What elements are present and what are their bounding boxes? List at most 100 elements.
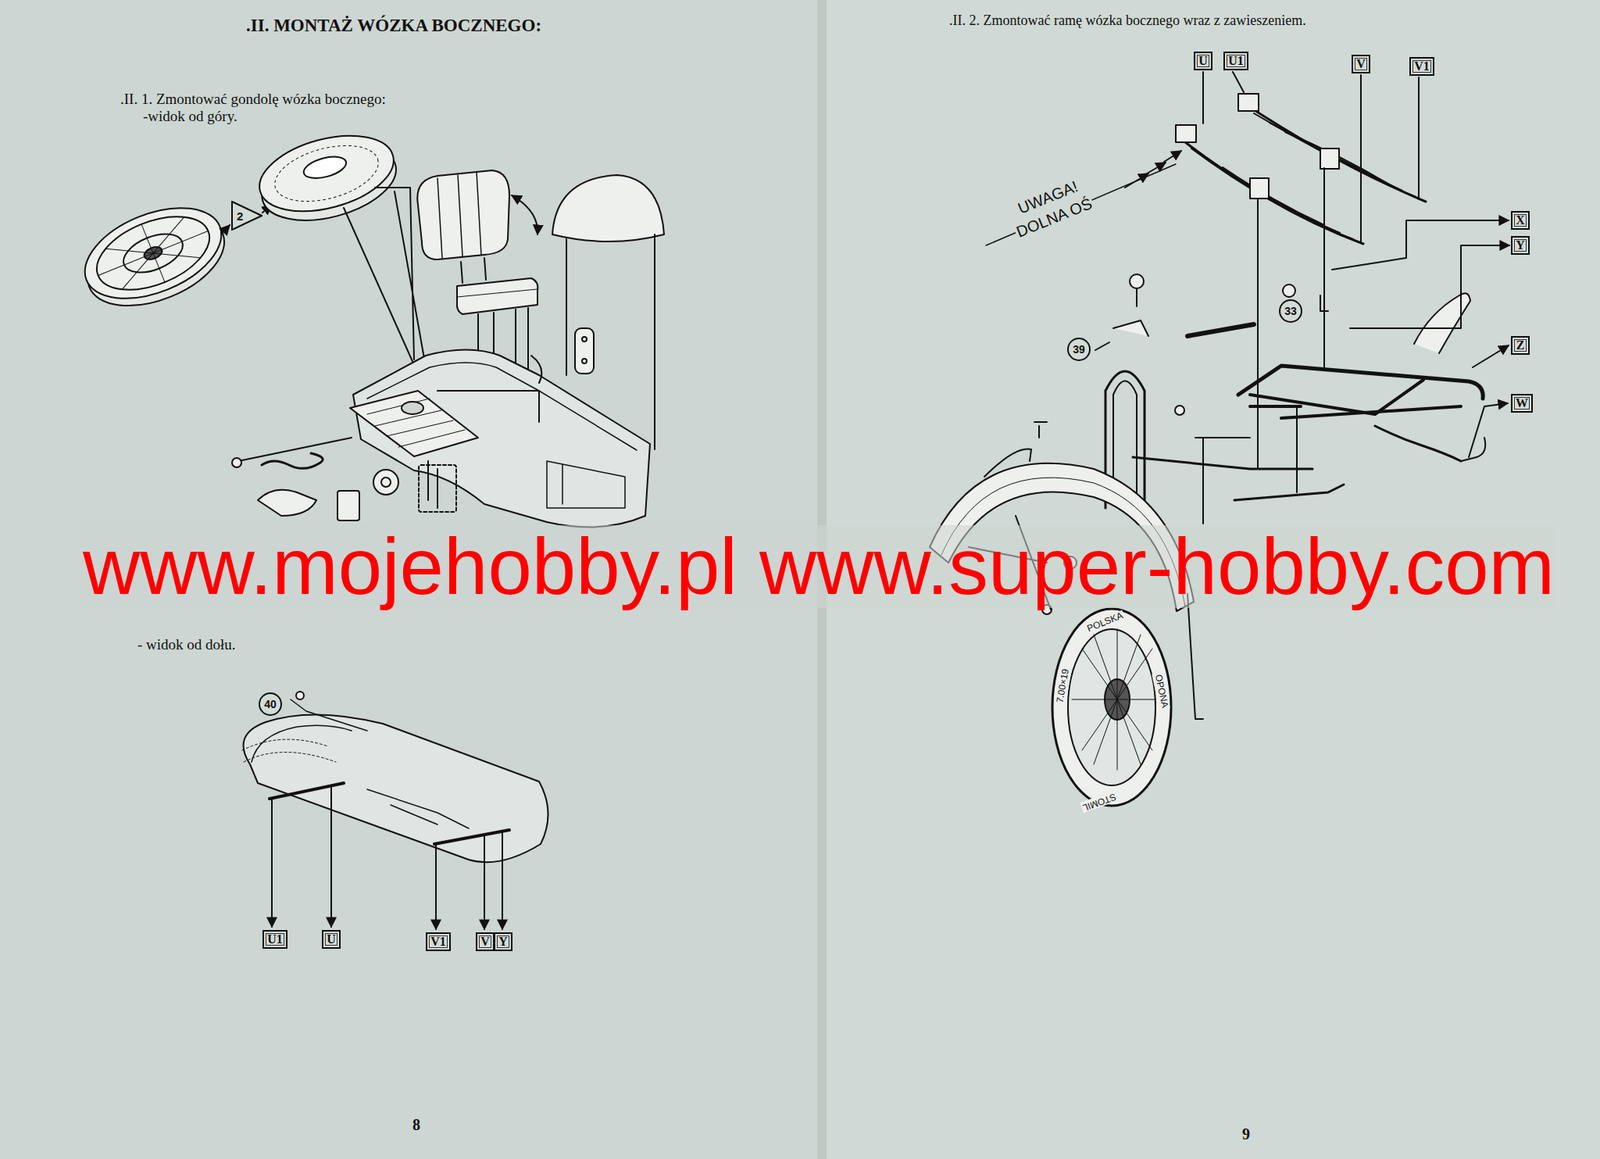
step-heading: .II. 1. Zmontować gondolę wózka bocznego…: [120, 90, 386, 108]
drawing-line: [232, 457, 242, 468]
node-text: U: [1198, 53, 1208, 68]
node-text: Y: [498, 934, 508, 949]
drawing-line: [1285, 132, 1387, 183]
drawing-line: [985, 164, 1176, 246]
drawing-line: [1282, 284, 1296, 297]
drawing-line: [1146, 162, 1166, 174]
drawing-line: [1175, 125, 1197, 143]
drawing-line: [1175, 405, 1185, 415]
drawing-line: [375, 187, 426, 368]
triangle-shape: [232, 201, 262, 230]
reference-box: U: [1193, 51, 1213, 71]
node-text: Z: [1516, 338, 1525, 353]
reference-box: U: [321, 929, 341, 949]
drawing-line: [373, 469, 399, 495]
reference-box: V: [475, 932, 495, 951]
drawing-line: [1320, 295, 1329, 311]
drawing-line: [1195, 373, 1297, 524]
drawing-line: [350, 390, 479, 457]
node-text: U: [326, 932, 336, 947]
drawing-line: [401, 401, 424, 415]
drawing-line: [71, 189, 238, 324]
triangle-outline: [231, 200, 263, 231]
drawing-line: [343, 207, 418, 374]
page-number: 8: [412, 1115, 421, 1134]
node-text: 40: [264, 697, 277, 711]
callout-number: 39: [1067, 337, 1091, 361]
drawing-line: [268, 135, 385, 211]
node-text: U1: [267, 932, 283, 947]
drawing-line: [1269, 122, 1403, 191]
drawing-line: [381, 477, 391, 487]
drawing-line: [417, 170, 510, 260]
node-text: V1: [1414, 59, 1430, 74]
view-caption: - widok od dołu.: [137, 635, 236, 654]
reference-box: Y: [493, 932, 513, 951]
drawing-line: [271, 798, 273, 927]
drawing-line: [301, 152, 349, 183]
watermark: www.mojehobby.pl www.super-hobby.com: [81, 525, 1557, 608]
node-text: U1: [1228, 53, 1244, 68]
drawing-line: [367, 398, 465, 447]
node-text: W: [1515, 396, 1529, 411]
drawing-line: [1320, 148, 1340, 169]
node-text: 39: [1072, 342, 1086, 356]
drawing-line: [1414, 292, 1471, 354]
reference-box: U1: [1223, 51, 1249, 71]
page-title: .II. MONTAŻ WÓZKA BOCZNEGO:: [246, 15, 542, 36]
drawing-line: [296, 691, 304, 700]
drawing-line: [1052, 608, 1172, 806]
drawing-line: [546, 460, 625, 508]
drawing-line: [337, 490, 360, 521]
drawing-line: [1350, 245, 1510, 329]
node-text: X: [1515, 213, 1525, 228]
drawing-line: [1468, 403, 1508, 458]
callout-triangle: 2: [231, 200, 263, 231]
step-heading: .II. 2. Zmontować ramę wózka bocznego wr…: [949, 12, 1307, 29]
drawing-line: [1250, 178, 1269, 199]
drawing-line: [984, 448, 1032, 477]
drawing-line: [251, 122, 405, 234]
drawing-line: [261, 453, 323, 468]
reference-box: V1: [425, 932, 451, 951]
drawing-line: [221, 225, 230, 235]
reference-box: V1: [1409, 57, 1435, 76]
drawing-line: [1187, 593, 1204, 719]
callout-number: 40: [258, 692, 283, 716]
drawing-line: [330, 785, 333, 927]
drawing-line: [1238, 93, 1259, 111]
drawing-line: [1191, 148, 1354, 240]
drawing-line: [86, 201, 221, 304]
drawing-line: [1234, 484, 1344, 500]
drawing-line: [1071, 628, 1155, 770]
drawing-line: [86, 201, 221, 304]
drawing-line: [418, 464, 457, 512]
drawing-line: [428, 460, 438, 508]
frame-and-suspension: [929, 71, 1510, 806]
callout-number: 33: [1278, 299, 1303, 323]
drawing-line: [238, 437, 352, 461]
node-text: V1: [430, 934, 447, 949]
drawing-line: [290, 699, 368, 731]
view-caption: -widok od góry.: [142, 107, 238, 125]
drawing-line: [1257, 167, 1325, 374]
node-text: Y: [1515, 238, 1525, 253]
node-text: 33: [1284, 304, 1297, 318]
drawing-line: [251, 122, 403, 225]
drawing-line: [483, 835, 486, 929]
drawing-line: [1375, 425, 1461, 461]
drawing-line: [582, 358, 587, 364]
drawing-line: [511, 195, 538, 235]
drawing-line: [1034, 421, 1047, 438]
drawing-line: [435, 843, 437, 929]
drawing-line: [1187, 324, 1254, 336]
drawing-line: [1129, 274, 1144, 289]
reference-box: Y: [1510, 235, 1530, 255]
drawing-line: [1281, 406, 1461, 418]
drawing-line: [1113, 320, 1149, 336]
node-text: V: [1356, 57, 1366, 72]
drawing-line: [269, 782, 510, 844]
drawing-line: [575, 328, 594, 374]
drawing-line: [242, 739, 336, 762]
reference-box: X: [1510, 210, 1530, 230]
